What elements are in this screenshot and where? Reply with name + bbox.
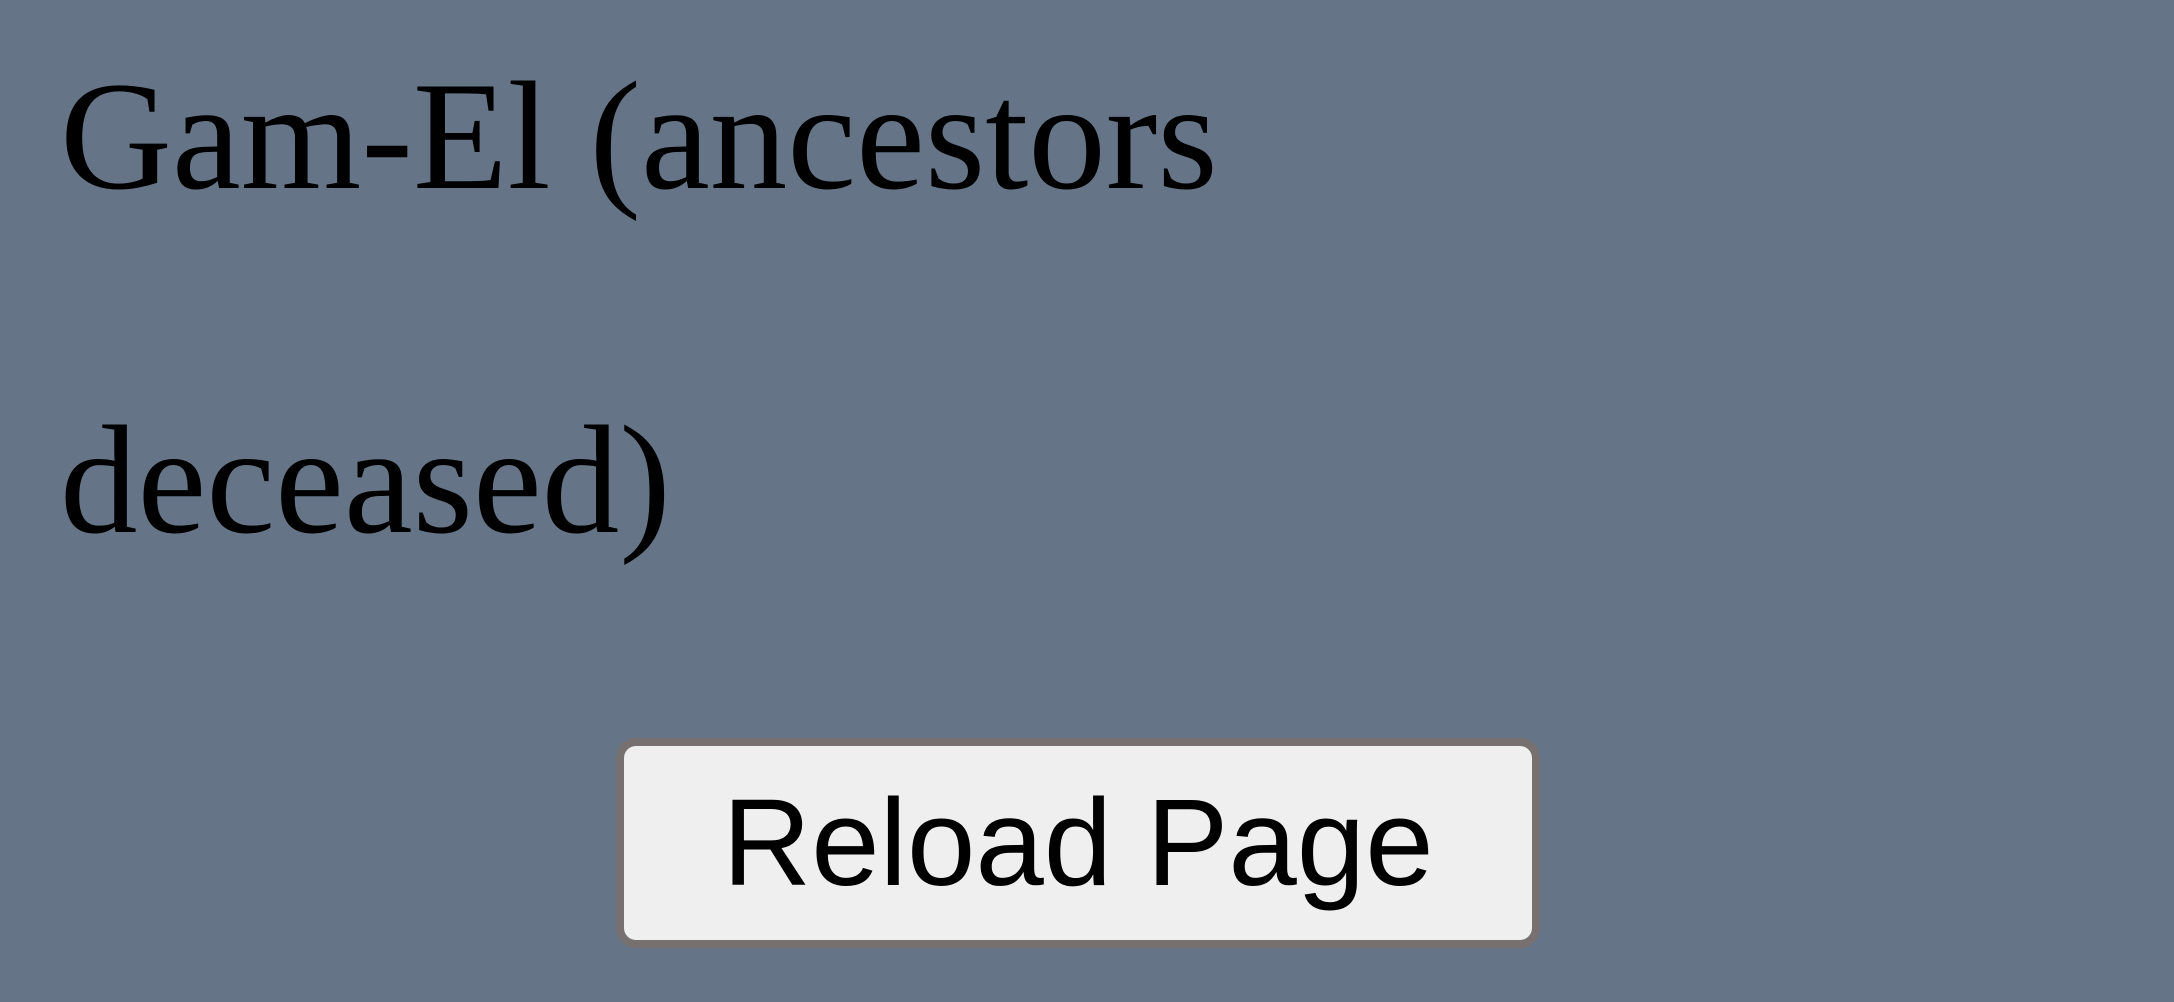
heading-line-1: Gam-El (ancestors <box>60 50 1218 222</box>
reload-page-label: Reload Page <box>624 746 1532 940</box>
character-heading: Gam-El (ancestors deceased) <box>60 40 1460 728</box>
reload-page-button[interactable]: Reload Page <box>616 738 1540 948</box>
heading-line-2: deceased) <box>60 394 671 566</box>
